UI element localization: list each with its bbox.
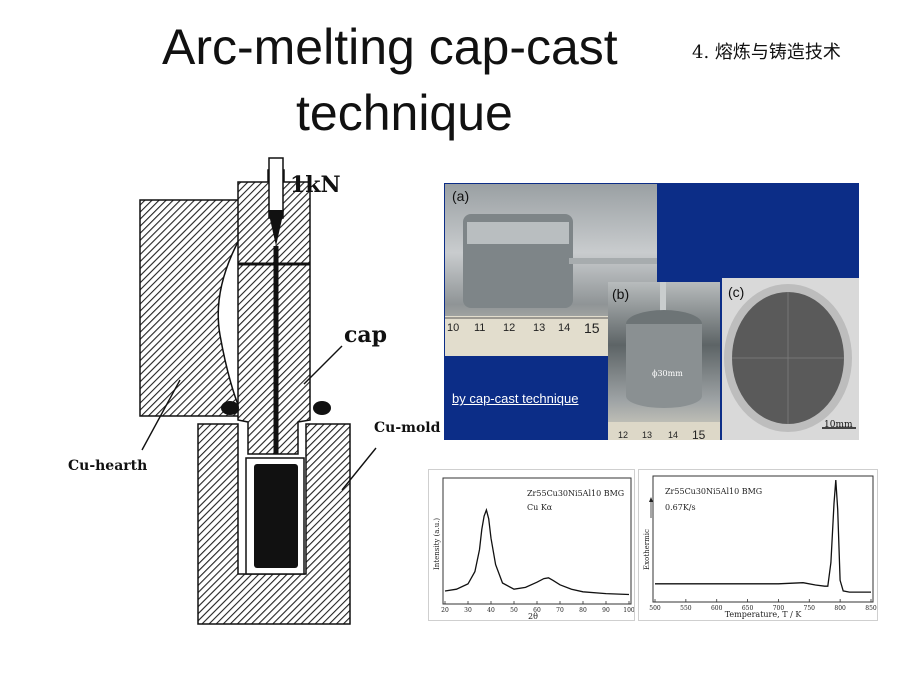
dsc-x-tick-label: 700 (773, 605, 785, 612)
load-label: 1kN (290, 172, 341, 198)
ruler-a-tick-14: 14 (558, 322, 571, 334)
ruler-a-tick-13: 13 (533, 322, 546, 334)
dsc-plot: 500 550 600 650 700 750 800 850 Zr55Cu30Ni5Al10… (643, 475, 877, 619)
xrd-ylabel: Intensity (a.u.) (433, 518, 441, 570)
exothermic-arrow-head (649, 497, 653, 502)
ruler-a-tick-15: 15 (584, 320, 600, 336)
photo-c-scale-bar-label: 10mm (824, 420, 853, 430)
section-heading: 4. 熔炼与铸造技术 (692, 42, 841, 63)
dsc-x-tick-label: 750 (804, 605, 816, 612)
dsc-x-tick-label: 500 (649, 605, 661, 612)
photo-c-tag: (c) (728, 284, 745, 300)
load-arrow (268, 210, 284, 246)
photo-b-tag: (b) (612, 286, 630, 302)
ruler-b-tick-15: 15 (692, 428, 706, 442)
xrd-x-tick-label: 40 (487, 607, 495, 614)
ruler-b-tick-14: 14 (668, 430, 679, 440)
cap-cast-caption-link[interactable]: by cap-cast technique (452, 391, 579, 406)
xrd-x-tick-label: 90 (602, 607, 610, 614)
xrd-legend-source: Cu Kα (527, 503, 553, 512)
dsc-x-tick-label: 650 (742, 605, 754, 612)
xrd-xlabel: 2θ (528, 612, 538, 620)
photo-b-diameter: ϕ30mm (652, 369, 683, 378)
xrd-x-tick-label: 100 (623, 607, 634, 614)
photo-c-cross-section (722, 278, 859, 440)
dsc-ylabel: Exothermic (643, 529, 651, 570)
dsc-x-tick-label: 600 (711, 605, 723, 612)
cap-cast-schematic (139, 157, 377, 625)
ruler-a-tick-10: 10 (447, 322, 460, 334)
dsc-x-tick-label: 800 (834, 605, 846, 612)
slide-title-line-2: technique (296, 85, 513, 141)
dsc-x-tick-label: 550 (680, 605, 692, 612)
load-rod (268, 157, 284, 219)
xrd-legend-alloy: Zr55Cu30Ni5Al10 BMG (527, 489, 624, 498)
ruler-a-tick-11: 11 (474, 322, 486, 334)
cu-mold-block (197, 423, 351, 625)
dsc-plot-panel: 500 550 600 650 700 750 800 850 Zr55Cu30Ni5Al10… (638, 469, 878, 621)
dsc-legend-rate: 0.67K/s (665, 503, 696, 512)
dsc-legend-alloy: Zr55Cu30Ni5Al10 BMG (665, 487, 762, 496)
dsc-series-line (655, 479, 871, 593)
cu-mold-label: Cu-mold (374, 420, 441, 436)
xrd-x-tick-label: 80 (579, 607, 587, 614)
cu-hearth-label: Cu-hearth (68, 458, 148, 474)
cu-hearth-block (139, 199, 241, 417)
dsc-x-tick-label: 850 (865, 605, 877, 612)
cap-label: cap (344, 322, 388, 348)
photo-b-cylinder (608, 282, 720, 440)
melt-blob-left (221, 401, 239, 415)
xrd-x-tick-label: 30 (464, 607, 472, 614)
dsc-xlabel: Temperature, T / K (725, 610, 803, 619)
xrd-x-tick-label: 60 (533, 607, 541, 614)
xrd-series-line (444, 507, 630, 596)
xrd-x-tick-label: 50 (510, 607, 518, 614)
cast-sample (254, 464, 298, 568)
photo-a-tag: (a) (452, 188, 470, 204)
ruler-b-tick-13: 13 (642, 430, 653, 440)
melt-blob-right (313, 401, 331, 415)
xrd-x-tick-label: 20 (441, 607, 449, 614)
xrd-x-tick-label: 70 (556, 607, 564, 614)
ruler-b-tick-12: 12 (618, 430, 629, 440)
ruler-a-tick-12: 12 (503, 322, 516, 334)
slide-title-line-1: Arc-melting cap-cast (162, 19, 618, 75)
